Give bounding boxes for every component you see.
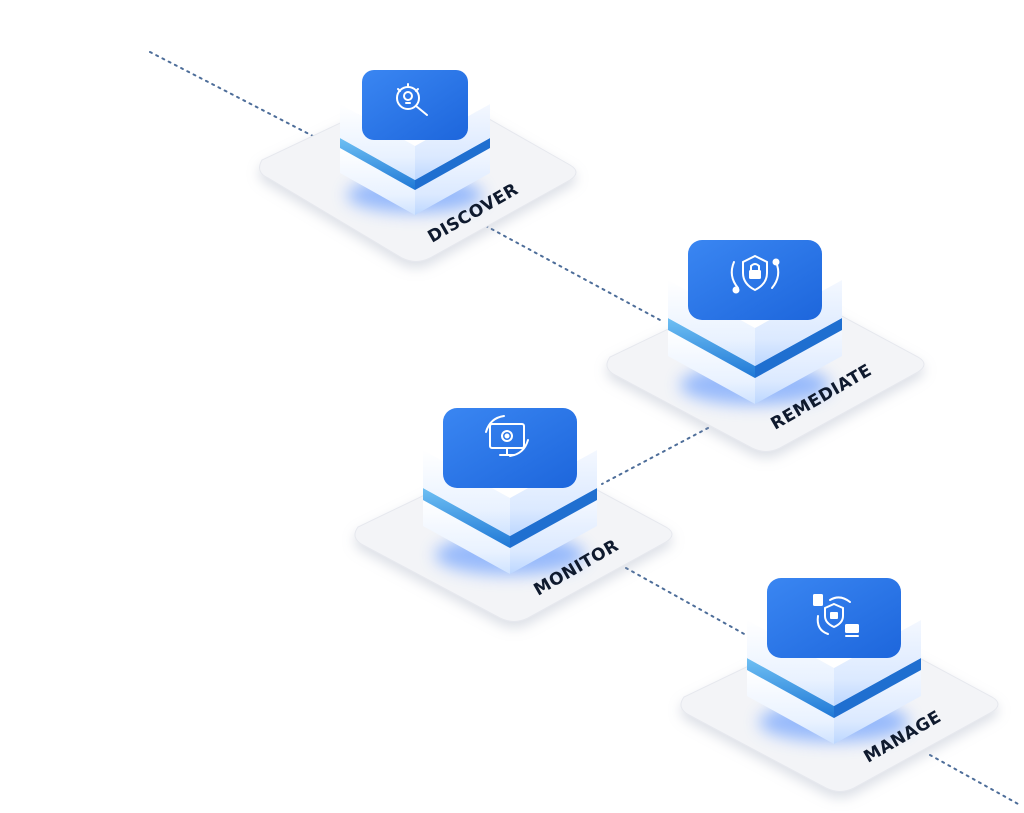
icon-tile xyxy=(688,240,822,320)
step-remediate: REMEDIATE xyxy=(606,232,925,452)
step-monitor: MONITOR xyxy=(354,402,673,622)
shield-lock-icon xyxy=(730,254,780,294)
connector-line xyxy=(149,51,661,321)
monitor-gear-icon xyxy=(485,415,529,457)
icon-tile xyxy=(362,70,468,140)
step-discover: DISCOVER xyxy=(259,62,577,262)
step-manage: MANAGE xyxy=(680,572,999,792)
connector-line xyxy=(625,567,747,636)
connector-line xyxy=(929,754,1021,806)
devices-cycle-icon xyxy=(813,594,859,637)
connector-line xyxy=(601,427,709,485)
magnifier-bulb-icon xyxy=(396,83,428,116)
